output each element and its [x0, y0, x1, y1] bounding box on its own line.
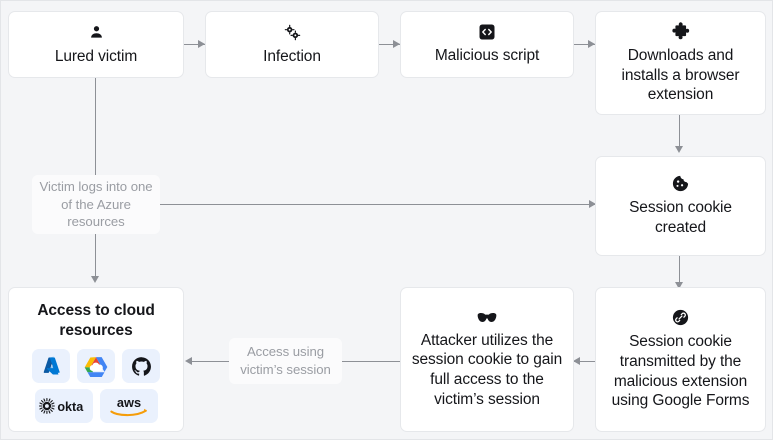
connector-azure-label-to-cloud [95, 234, 97, 281]
cookie-icon [671, 174, 690, 193]
node-label: Lured victim [54, 47, 138, 65]
arrowhead-session-label-to-cloud [185, 357, 192, 365]
arrowhead-azure-label-to-cookie [589, 200, 596, 208]
connector-infection-to-script [379, 44, 400, 46]
node-attacker-utilizes[interactable]: Attacker utilizes the session cookie to … [400, 287, 574, 432]
connector-azure-label-to-cookie [160, 204, 595, 206]
svg-text:aws: aws [116, 395, 140, 410]
node-infection[interactable]: Infection [205, 11, 379, 78]
node-lured-victim[interactable]: Lured victim [8, 11, 184, 78]
okta-logo[interactable]: okta [34, 389, 93, 424]
arrowhead-script-to-extension [588, 40, 595, 48]
node-label: Session cookie transmitted by the malici… [611, 333, 750, 410]
node-label: Malicious script [434, 47, 540, 65]
connector-attacker-to-session-label [342, 361, 400, 363]
connector-cookie-to-transmitted [679, 256, 681, 286]
node-cookie-transmitted[interactable]: Session cookie transmitted by the malici… [595, 287, 766, 432]
puzzle-piece-icon [671, 21, 691, 41]
arrowhead-azure-label-to-cloud [91, 276, 99, 283]
connector-session-label-to-cloud [187, 361, 229, 363]
connector-lured-to-infection [184, 44, 205, 46]
arrowhead-transmitted-to-attacker [573, 357, 580, 365]
cloud-logo-row [32, 349, 160, 384]
bacteria-icon [283, 23, 302, 42]
edge-label-victim-session: Access using victim’s session [229, 338, 342, 384]
arrowhead-extension-to-cookie [675, 146, 683, 153]
node-label: Downloads and installs a browser extensi… [621, 46, 740, 104]
aws-logo[interactable]: aws [99, 389, 158, 424]
node-malicious-script[interactable]: Malicious script [400, 11, 574, 78]
node-cloud-access[interactable]: Access to cloud resources [8, 287, 184, 432]
arrowhead-cookie-to-transmitted [675, 282, 683, 289]
node-label: Session cookie created [629, 199, 732, 236]
github-logo[interactable] [122, 349, 160, 384]
arrowhead-infection-to-script [393, 40, 400, 48]
node-label: Infection [263, 47, 321, 65]
azure-logo[interactable] [32, 349, 70, 384]
edge-label-text: Access using victim’s session [240, 344, 331, 377]
connector-transmitted-to-attacker [574, 361, 595, 363]
cloud-logo-row: okta aws [34, 389, 158, 424]
connector-victim-to-azure-label [95, 78, 97, 175]
node-browser-extension[interactable]: Downloads and installs a browser extensi… [595, 11, 766, 115]
edge-label-text: Victim logs into one of the Azure resour… [39, 179, 153, 230]
node-label: Access to cloud resources [37, 302, 155, 339]
cloud-logo-grid: okta aws [32, 349, 160, 424]
connector-extension-to-cookie [679, 114, 681, 149]
person-icon [87, 23, 106, 42]
node-session-cookie-created[interactable]: Session cookie created [595, 156, 766, 256]
bandit-mask-icon [476, 310, 498, 326]
svg-text:okta: okta [57, 401, 84, 415]
code-brackets-icon [478, 23, 496, 41]
node-label: Attacker utilizes the session cookie to … [411, 331, 563, 408]
google-cloud-logo[interactable] [77, 349, 115, 384]
arrowhead-lured-to-infection [198, 40, 205, 48]
edge-label-azure-login: Victim logs into one of the Azure resour… [32, 175, 160, 234]
link-circle-icon [671, 308, 690, 327]
connector-script-to-extension [574, 44, 595, 46]
